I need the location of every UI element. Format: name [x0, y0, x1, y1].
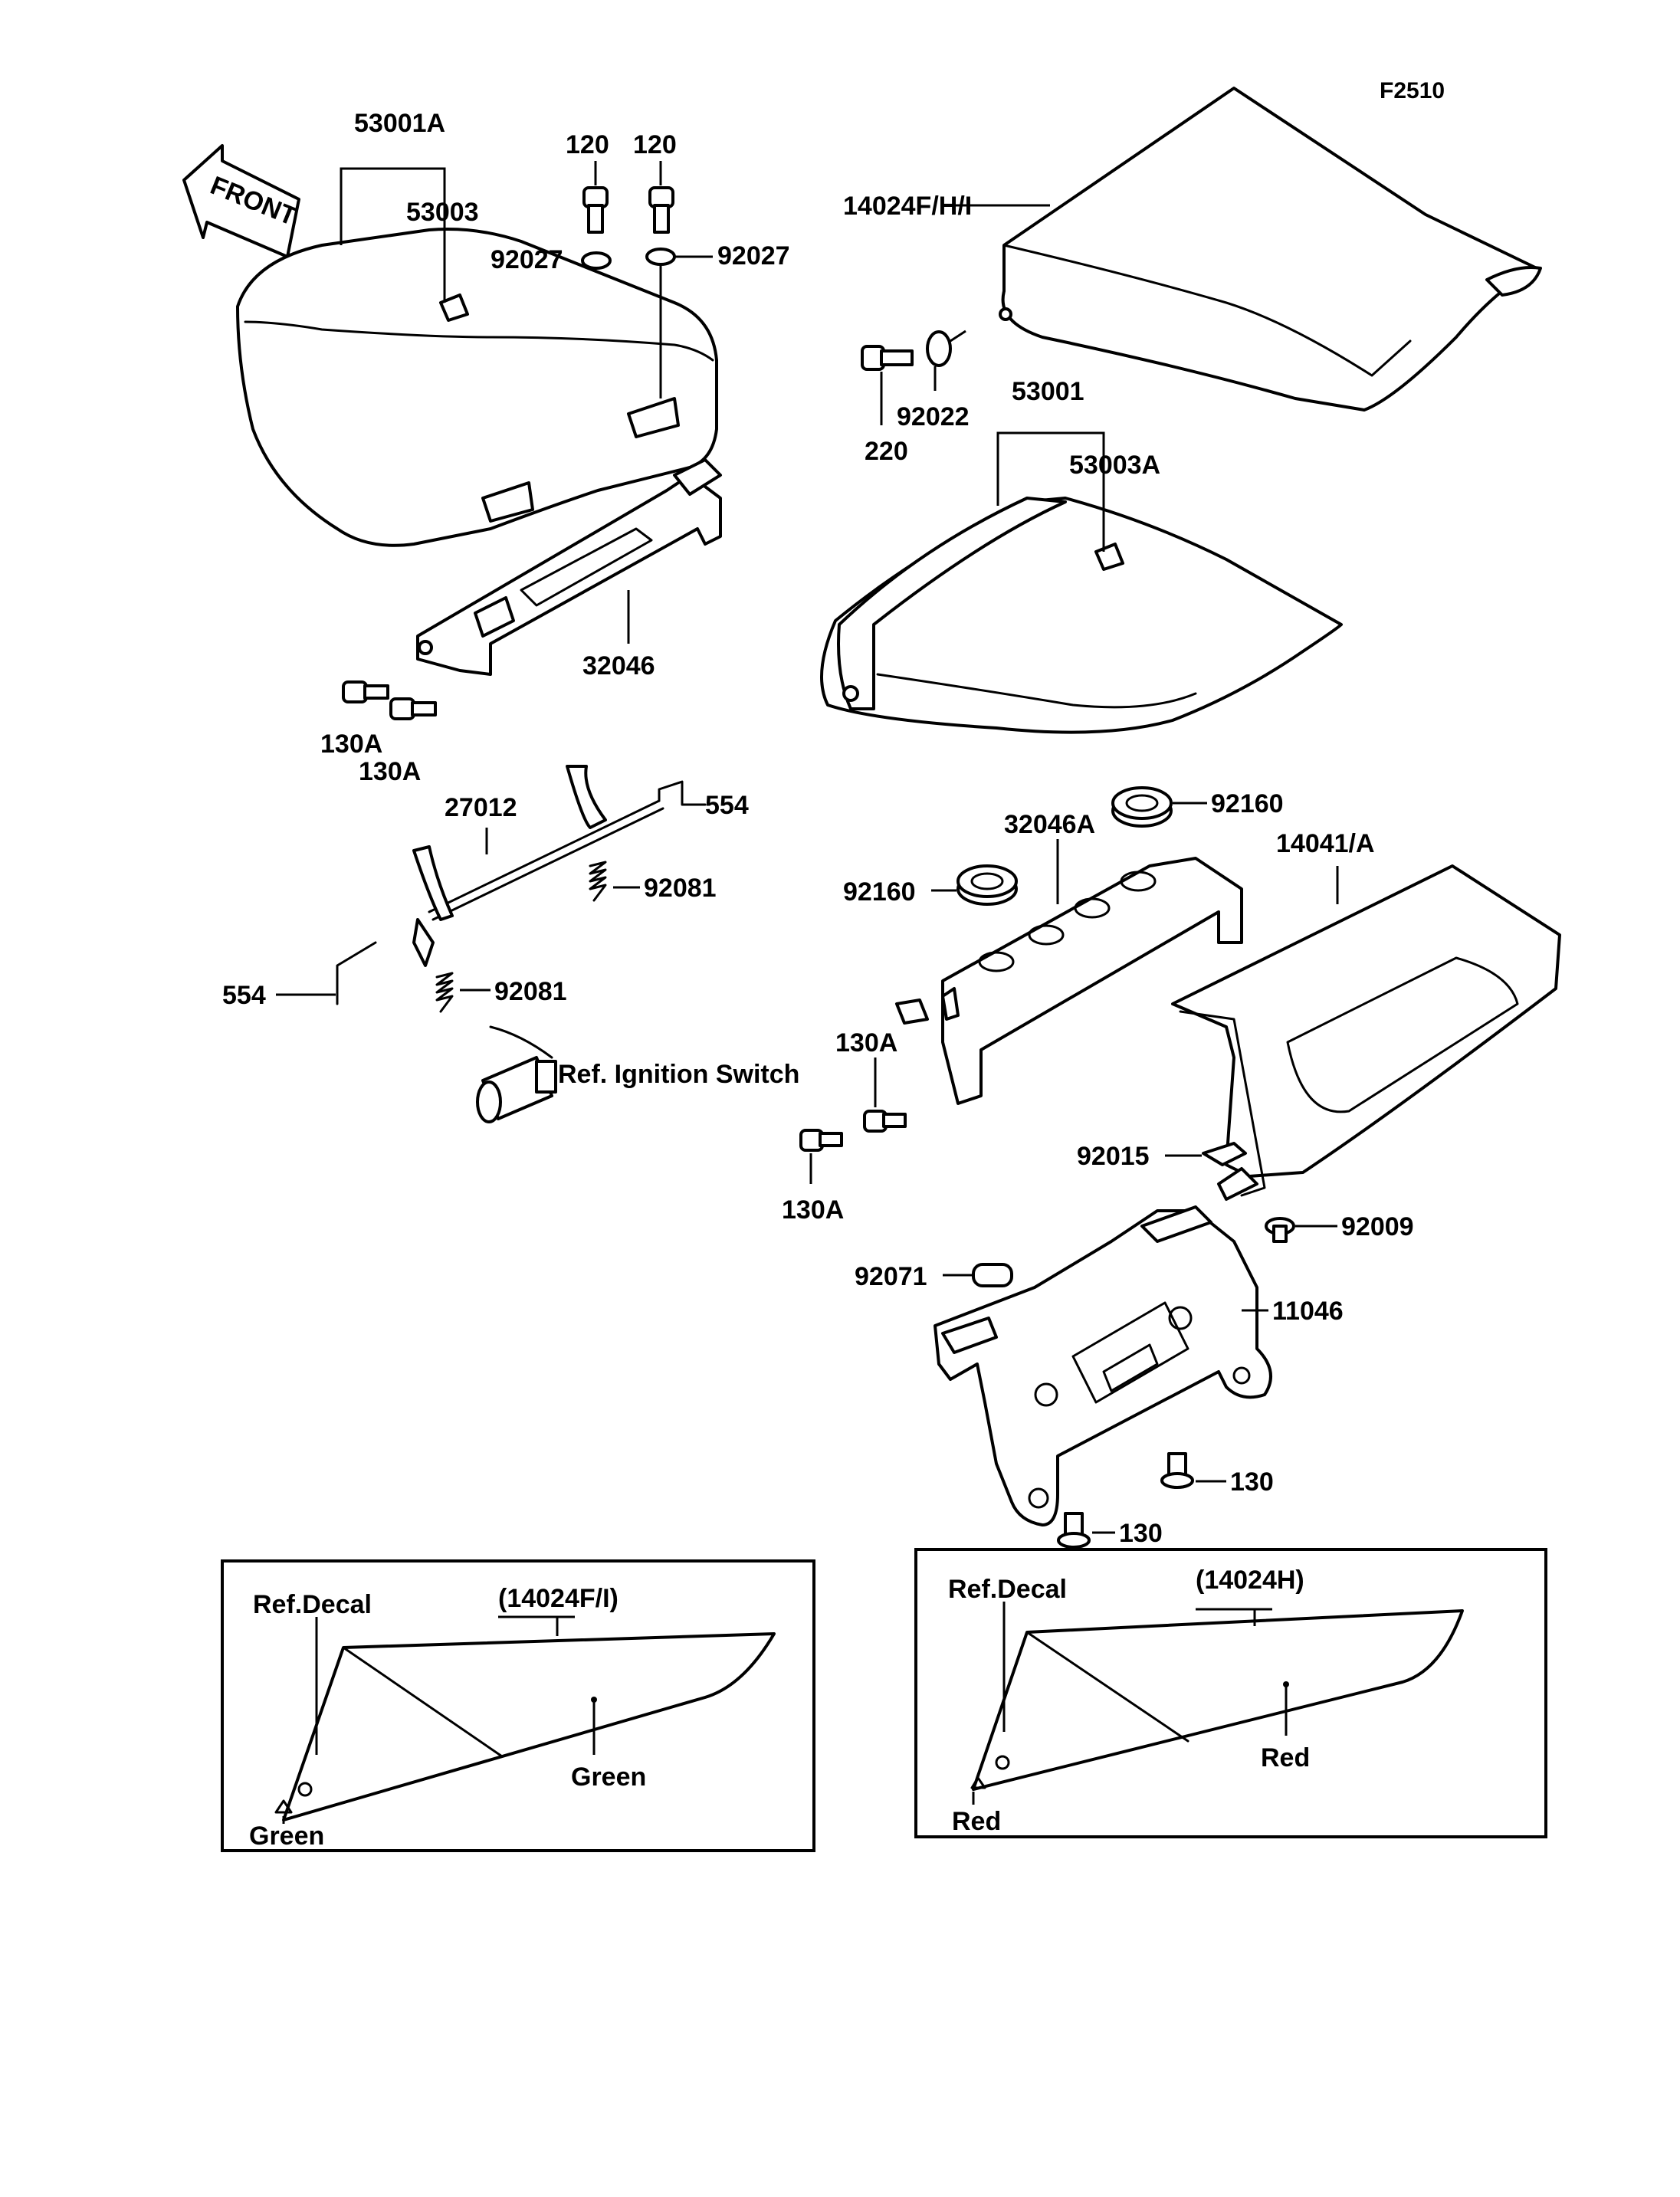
label-130A-right-2: 130A [782, 1195, 844, 1225]
label-53001: 53001 [1012, 377, 1084, 406]
figure-code: F2510 [1380, 78, 1445, 103]
label-92081-lower: 92081 [494, 977, 567, 1006]
label-53003: 53003 [406, 198, 479, 227]
label-130A-left-1: 130A [320, 730, 382, 759]
label-130-lower: 130 [1119, 1519, 1163, 1548]
label-32046A: 32046A [1004, 810, 1095, 839]
label-11046: 11046 [1272, 1297, 1344, 1326]
label-554-right: 554 [705, 791, 749, 820]
bracket-32046 [416, 458, 722, 676]
label-ignition-switch: Ref. Ignition Switch [558, 1060, 799, 1089]
label-92027-left: 92027 [491, 245, 563, 274]
label-92081-upper: 92081 [644, 874, 717, 903]
label-53001A: 53001A [354, 109, 445, 138]
bracket-32046A [895, 857, 1243, 1105]
inset-left [221, 1559, 815, 1852]
bolt-120-left [582, 186, 609, 234]
washer-92022 [926, 330, 952, 367]
screw-92009 [1265, 1217, 1295, 1243]
seat-cover-14024FHI [999, 87, 1542, 412]
side-cover-14041A [1171, 864, 1561, 1201]
inset-right-part: (14024H) [1196, 1566, 1304, 1595]
bolt-130A-left-2 [389, 697, 437, 720]
bolt-130-lower [1057, 1512, 1091, 1549]
spring-92081-upper [589, 861, 607, 902]
label-130-upper: 130 [1230, 1467, 1274, 1497]
label-130A-right-1: 130A [835, 1028, 897, 1058]
clip-92015 [1202, 1142, 1247, 1166]
bolt-120-right [648, 186, 674, 234]
label-220: 220 [865, 437, 908, 466]
inset-left-ref-decal: Ref.Decal [253, 1590, 372, 1619]
rear-seat-53001 [820, 497, 1343, 734]
inset-left-color-tip: Green [249, 1822, 324, 1851]
inset-right-color-main: Red [1261, 1743, 1310, 1772]
washer-92027-left [581, 251, 612, 270]
bolt-130A-right-1 [799, 1129, 843, 1152]
front-arrow-icon: FRONT [182, 144, 300, 258]
label-120-right: 120 [633, 130, 677, 159]
bracket-11046 [934, 1205, 1272, 1526]
front-seat-53001A [236, 228, 718, 547]
label-120-left: 120 [566, 130, 609, 159]
label-92027-right: 92027 [717, 241, 790, 271]
leader-53001A [340, 167, 446, 303]
grommet-92160-top [1111, 786, 1173, 828]
bolt-130A-right-2 [863, 1110, 907, 1133]
inset-left-color-main: Green [571, 1763, 646, 1792]
bolt-220 [861, 345, 914, 371]
label-92160-left: 92160 [843, 877, 916, 907]
label-92071: 92071 [855, 1262, 927, 1291]
label-92022: 92022 [897, 402, 970, 431]
label-92009: 92009 [1341, 1212, 1414, 1241]
label-14024FHI: 14024F/H/I [843, 192, 972, 221]
leader-53001 [996, 431, 1105, 552]
washer-92027-right [645, 248, 676, 266]
grommet-92160-left [956, 864, 1018, 906]
label-92015: 92015 [1077, 1142, 1150, 1171]
label-130A-left-2: 130A [359, 757, 421, 786]
seat-lock-27012 [336, 765, 707, 1005]
inset-right-ref-decal: Ref.Decal [948, 1575, 1067, 1604]
damper-92071 [972, 1263, 1013, 1287]
bolt-130A-left-1 [342, 680, 389, 703]
inset-right [914, 1548, 1547, 1838]
inset-right-color-tip: Red [952, 1807, 1001, 1836]
label-554-left: 554 [222, 981, 266, 1010]
label-32046: 32046 [582, 651, 655, 680]
ignition-switch-ref [476, 1025, 557, 1123]
label-92160-top: 92160 [1211, 789, 1284, 818]
label-27012: 27012 [445, 793, 517, 822]
spring-92081-lower [435, 972, 454, 1013]
label-14041A: 14041/A [1276, 829, 1375, 858]
label-53003A: 53003A [1069, 451, 1160, 480]
inset-left-part: (14024F/I) [498, 1584, 619, 1613]
bolt-130-upper [1160, 1452, 1194, 1489]
